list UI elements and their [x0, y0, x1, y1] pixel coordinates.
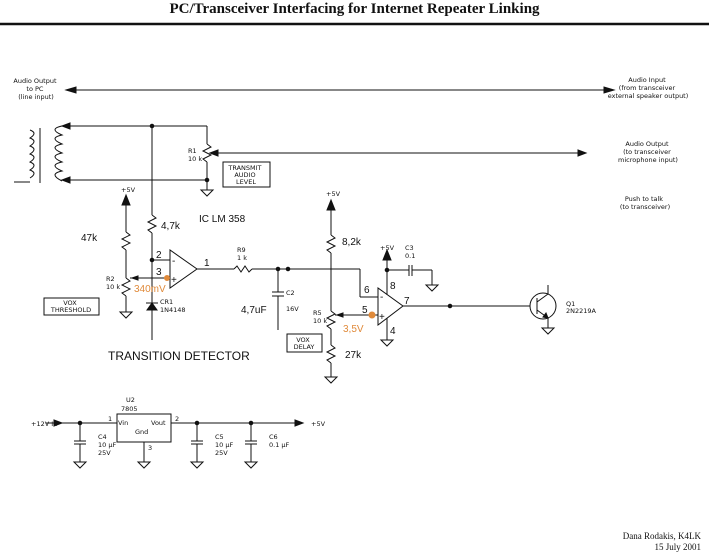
pin-6: 6	[364, 285, 370, 296]
pin-7: 7	[404, 296, 410, 307]
transmit-audio-level-box	[222, 161, 271, 188]
u2-gnd: Gnd	[135, 428, 148, 436]
cr1-value: 1N4148	[160, 306, 186, 314]
vcc-label-2: +5V	[326, 190, 341, 198]
r1-ref: R1	[188, 147, 197, 155]
label-audio-in: Audio Input (from transceiver external s…	[608, 76, 689, 100]
power-supply	[46, 413, 305, 469]
r5-ref: R5	[313, 309, 322, 317]
r9-value: 1 k	[237, 254, 247, 262]
c2-ref: C2	[286, 289, 295, 297]
r5-value: 10 k	[313, 317, 327, 325]
author: Dana Rodakis, K4LK	[622, 531, 701, 541]
u2-vin: Vin	[118, 419, 128, 427]
r-47k-label: 47k	[81, 233, 98, 244]
c6-value: 0.1 μF	[269, 441, 290, 449]
r2-value: 10 k	[106, 283, 120, 291]
label-ptt: Push to talk (to transceiver)	[620, 195, 670, 211]
c4-rating: 25V	[98, 449, 111, 457]
pin-5: 5	[362, 305, 368, 316]
vcc-label-1: +5V	[121, 186, 136, 194]
vox-threshold-box	[43, 297, 100, 316]
q1-transistor	[529, 285, 557, 335]
vox-delay-label: VOX DELAY	[294, 336, 315, 351]
c3-value: 0.1	[405, 252, 415, 260]
label-audio-out-tx: Audio Output (to transceiver microphone …	[618, 140, 678, 164]
pin-3: 3	[156, 267, 162, 278]
cr1-ref: CR1	[160, 298, 173, 306]
c5-rating: 25V	[215, 449, 228, 457]
pin-4: 4	[390, 326, 396, 337]
c2-value: 4,7uF	[241, 305, 267, 316]
r1-value: 10 k	[188, 155, 202, 163]
voltage-3-5v: 3,5V	[343, 324, 364, 335]
svg-text:+: +	[379, 312, 385, 323]
vcc-label-3: +5V	[380, 244, 395, 252]
opamp-2: - +	[359, 248, 530, 347]
c2-rating: 16V	[286, 305, 299, 313]
u2-pin-1: 1	[108, 415, 112, 423]
arrow-left-icon	[64, 86, 77, 94]
v5-out-label: +5V	[311, 420, 326, 428]
r1-pot	[199, 126, 588, 197]
vox-delay-box	[286, 333, 323, 353]
q1-value: 2N2219A	[566, 307, 597, 315]
u2-pin-3: 3	[148, 444, 152, 452]
r-8k2-label: 8,2k	[342, 237, 362, 248]
u2-value: 7805	[121, 405, 138, 413]
c3-ref: C3	[405, 244, 414, 252]
q1-ref: Q1	[566, 300, 575, 308]
u2-vout: Vout	[151, 419, 166, 427]
vox-threshold-label: VOX THRESHOLD	[50, 299, 91, 314]
c4-value: 10 μF	[98, 441, 116, 449]
svg-text:-: -	[172, 256, 175, 267]
c5-value: 10 μF	[215, 441, 233, 449]
transition-detector-label: TRANSITION DETECTOR	[108, 349, 250, 363]
opamp-1: - +	[152, 249, 234, 289]
svg-text:-: -	[380, 292, 383, 303]
c4-ref: C4	[98, 433, 107, 441]
r2-ref: R2	[106, 275, 115, 283]
voltage-340mv: 340mV	[134, 284, 166, 295]
label-audio-out-pc: Audio Output to PC (line input)	[13, 77, 58, 101]
r-4k7-label: 4,7k	[161, 221, 181, 232]
vox-threshold-divider	[118, 193, 165, 319]
transformer	[14, 122, 207, 184]
ic-label: IC LM 358	[199, 214, 246, 225]
u2-ref: U2	[126, 396, 135, 404]
c5-ref: C5	[215, 433, 224, 441]
transmit-audio-level-label: TRANSMIT AUDIO LEVEL	[227, 164, 263, 186]
svg-text:+: +	[171, 275, 177, 286]
r-27k-label: 27k	[345, 350, 362, 361]
pin-2: 2	[156, 250, 162, 261]
c6-ref: C6	[269, 433, 278, 441]
diagram-title: PC/Transceiver Interfacing for Internet …	[169, 1, 540, 17]
r9-ref: R9	[237, 246, 246, 254]
v12-in-label: +12V In	[31, 420, 57, 428]
pin-1: 1	[204, 258, 210, 269]
arrow-right-icon	[603, 86, 616, 94]
audio-line-top	[64, 86, 616, 94]
u2-pin-2: 2	[175, 415, 179, 423]
date: 15 July 2001	[654, 542, 701, 552]
pin-8: 8	[390, 281, 396, 292]
